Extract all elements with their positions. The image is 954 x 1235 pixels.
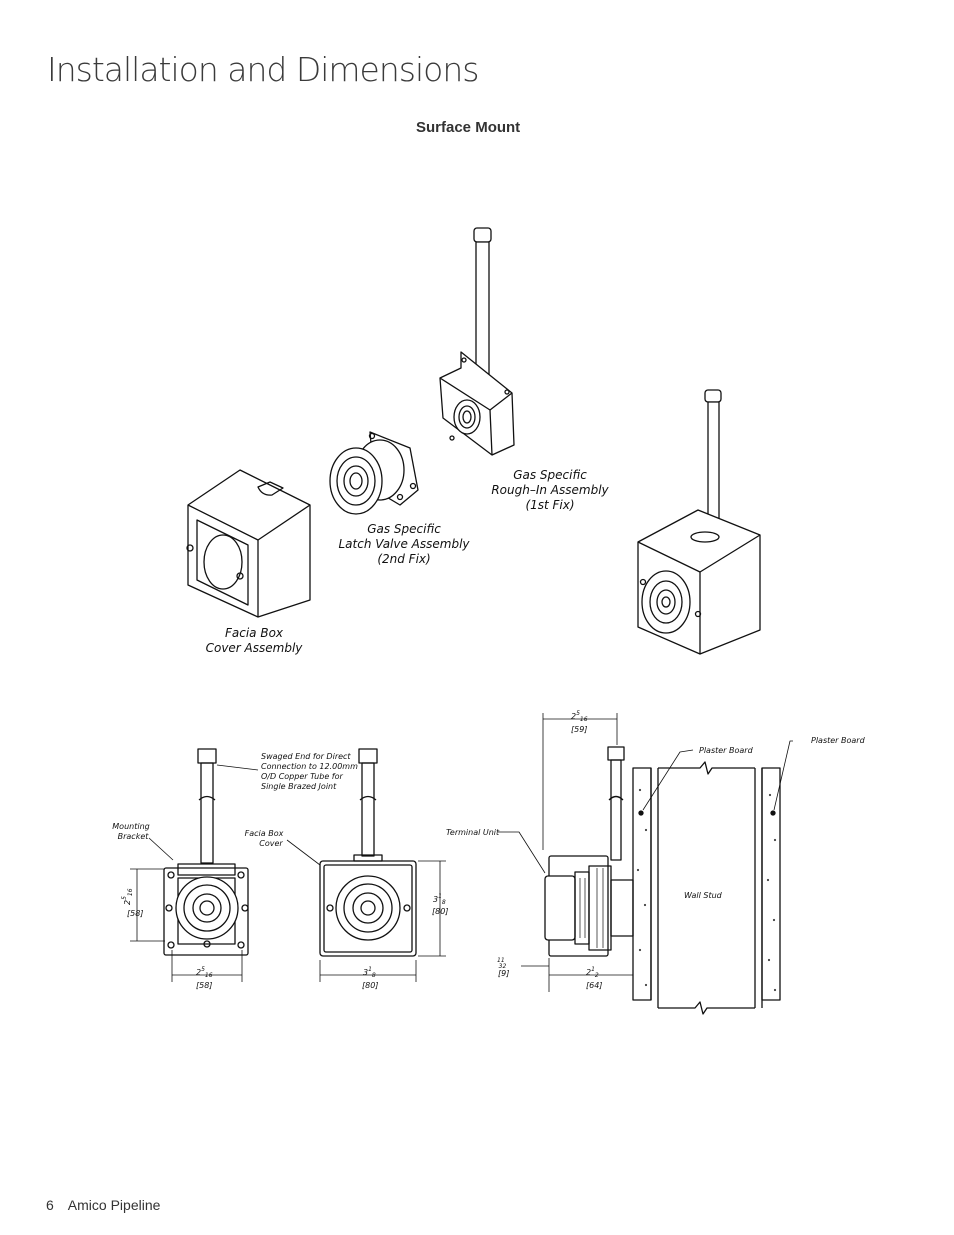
facia-box-cover-illustration [186,469,311,618]
assembled-unit-illustration [637,389,761,655]
dim-cover-width-mm: [80] [362,981,378,990]
mounting-bracket-front-view [130,748,259,982]
dim-side-bottom-mm: [64] [586,981,602,990]
swaged-end-label-line-3: O/D Copper Tube for [261,772,343,781]
wall-stud-label: Wall Stud [684,891,723,900]
rough-in-label-line-3: (1st Fix) [525,498,574,512]
mounting-bracket-label-line-1: Mounting [112,822,149,831]
facia-box-label-line-1: Facia Box [225,626,284,640]
latch-valve-label-line-1: Gas Specific [367,522,441,536]
dim-bracket-height-mm: [58] [127,909,143,918]
mounting-bracket-label-line-2: Bracket [118,832,150,841]
rough-in-label-line-2: Rough–In Assembly [491,483,609,497]
dim-side-bottom: 212 [586,966,599,979]
dim-side-top-mm: [59] [571,725,587,734]
svg-text:2516: 2516 [121,888,134,905]
dim-bracket-width: 2516 [196,966,213,979]
dim-bracket-width-mm: [58] [196,981,212,990]
latch-valve-label-line-2: Latch Valve Assembly [338,537,470,551]
page-footer: 6 Amico Pipeline [46,1197,160,1213]
plaster-board-label-right: Plaster Board [811,736,866,745]
facia-box-cover-label-line-1: Facia Box [245,829,284,838]
page-title: Installation and Dimensions [47,50,479,89]
section-title: Surface Mount [416,119,521,136]
terminal-unit-label: Terminal Unit [446,828,500,837]
plaster-board-label-left: Plaster Board [699,746,754,755]
facia-box-label-line-2: Cover Assembly [206,641,304,655]
latch-valve-assembly-illustration [329,431,419,515]
rough-in-assembly-illustration [439,227,515,456]
publication-name: Amico Pipeline [67,1197,161,1213]
rough-in-label-line-1: Gas Specific [513,468,587,482]
swaged-end-label-line-1: Swaged End for Direct [261,752,351,761]
facia-box-cover-front-view [286,748,446,982]
dim-cover-height: 318 [433,893,446,906]
dim-cover-width: 318 [363,966,376,979]
latch-valve-label-line-3: (2nd Fix) [377,552,430,566]
swaged-end-label-line-2: Connection to 12.00mm [261,762,358,771]
page-number: 6 [46,1197,54,1213]
dim-cover-height-mm: [80] [432,907,448,916]
swaged-end-label-line-4: Single Brazed Joint [261,782,337,791]
dim-side-top: 2516 [571,710,588,723]
side-view-in-wall [498,713,793,1015]
dim-bracket-height: 2516 [121,888,134,905]
facia-box-cover-label-line-2: Cover [259,839,283,848]
dim-side-left-mm: [9] [498,969,509,978]
